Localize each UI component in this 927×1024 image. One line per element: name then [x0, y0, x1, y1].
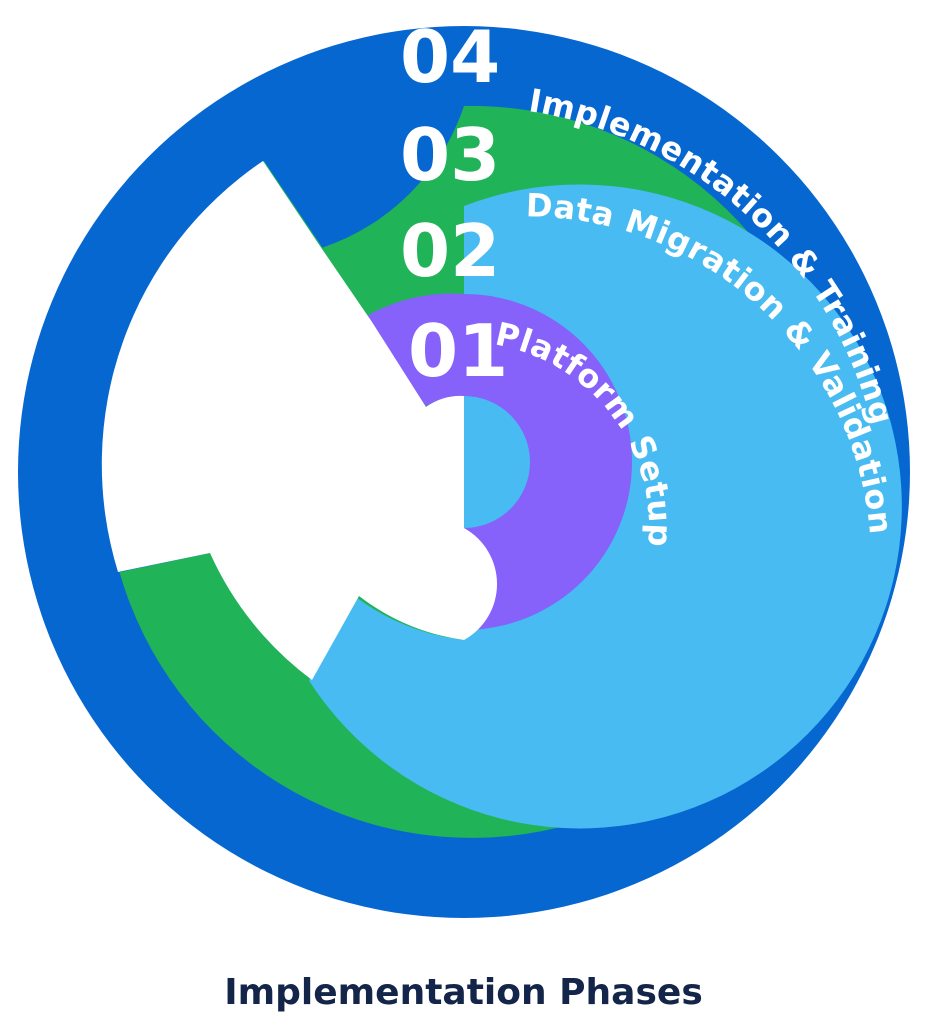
center-void	[101, 161, 498, 680]
phase-03-number: 03	[400, 113, 500, 197]
phase-04-number: 04	[400, 15, 500, 99]
phases-diagram: 01 Platform Setup 02 Data Migration & Va…	[17, 15, 910, 919]
phase-02-number: 02	[400, 209, 500, 293]
phase-01-ring	[364, 293, 632, 630]
diagram-title: Implementation Phases	[224, 972, 703, 1013]
phase-01-number: 01	[408, 309, 508, 393]
